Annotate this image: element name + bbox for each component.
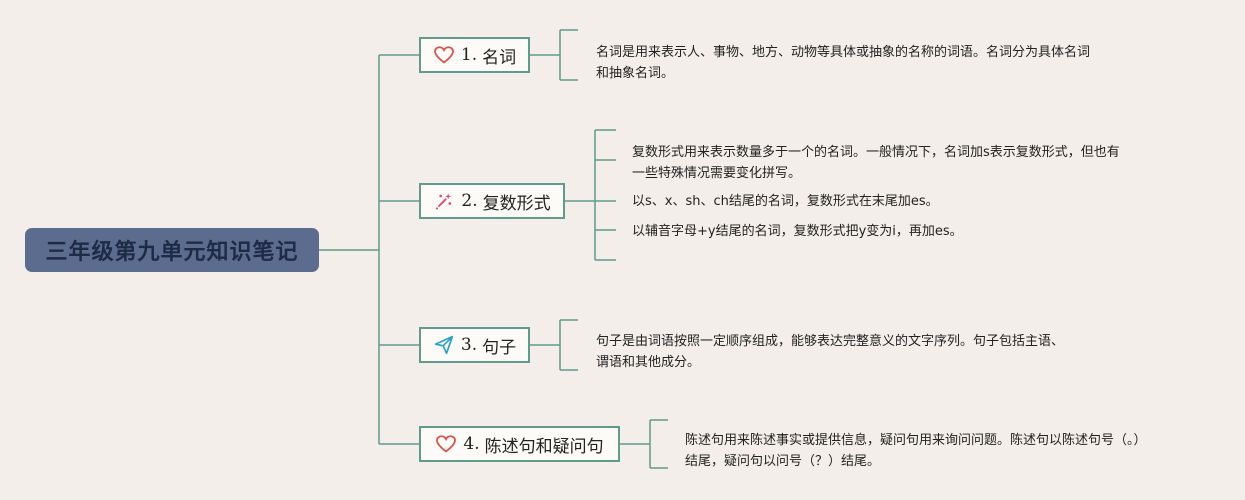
note-connector-1 (530, 29, 578, 81)
branch-number: 3. (460, 335, 478, 355)
note-connector-4 (620, 419, 668, 469)
note-plurals-y-rule: 以辅音字母+y结尾的名词，复数形式把y变为i，再加es。 (632, 224, 963, 239)
paper-plane-icon (433, 335, 455, 355)
note-sentences-definition: 句子是由词语按照一定顺序组成，能够表达完整意义的文字序列。句子包括主语、谓语和其… (596, 334, 1065, 370)
branch-node-statements-questions[interactable]: 4. 陈述句和疑问句 (419, 426, 620, 462)
note-connector-3 (530, 319, 578, 371)
branch-number: 4. (463, 434, 480, 454)
branch-number: 1. (460, 45, 478, 65)
note-plurals-definition: 复数形式用来表示数量多于一个的名词。一般情况下，名词加s表示复数形式，但也有一些… (632, 145, 1120, 181)
heart-icon (433, 45, 455, 65)
branch-label: 陈述句和疑问句 (484, 436, 604, 457)
sparkle-icon (433, 191, 455, 211)
note-nouns-definition: 名词是用来表示人、事物、地方、动物等具体或抽象的名称的词语。名词分为具体名词和抽… (596, 45, 1091, 81)
branch-label: 名词 (482, 47, 517, 68)
branch-label: 句子 (482, 337, 517, 358)
root-node[interactable]: 三年级第九单元知识笔记 (25, 228, 319, 272)
branch-label: 复数形式 (482, 193, 551, 214)
root-title: 三年级第九单元知识笔记 (45, 240, 299, 265)
note-connector-2 (565, 129, 616, 261)
branch-node-nouns[interactable]: 1. 名词 (419, 37, 530, 73)
branch-number: 2. (461, 191, 478, 211)
branch-node-sentences[interactable]: 3. 句子 (419, 327, 530, 363)
note-plurals-es-rule: 以s、x、sh、ch结尾的名词，复数形式在末尾加es。 (632, 194, 939, 209)
heart-icon (435, 434, 457, 454)
branch-node-plurals[interactable]: 2. 复数形式 (419, 183, 565, 219)
note-statements-questions-definition: 陈述句用来陈述事实或提供信息，疑问句用来询问问题。陈述句以陈述句号（。）结尾，疑… (685, 433, 1147, 469)
